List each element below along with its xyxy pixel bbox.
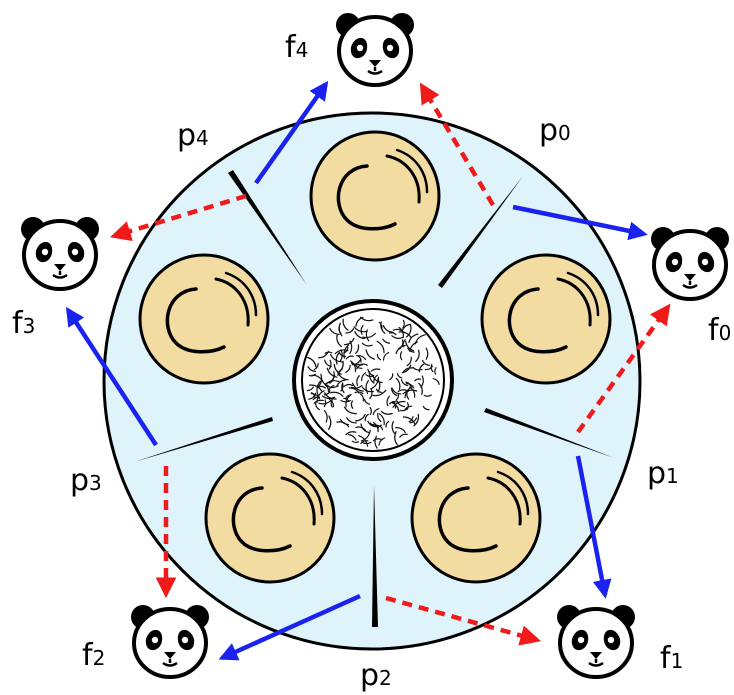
plate-icon (204, 452, 336, 584)
label-f1: f1 (660, 641, 683, 676)
blue-arrow-p0-f0 (512, 204, 648, 241)
red-arrow-p0-f4 (419, 82, 495, 207)
panda-face-icon (334, 11, 416, 87)
red-arrow-p4-f3 (110, 193, 247, 242)
panda-face-icon (555, 603, 637, 679)
label-p2: p2 (360, 658, 392, 693)
plate-icon (480, 253, 612, 385)
panda-face-icon (19, 215, 101, 291)
label-p0: p0 (539, 113, 571, 148)
chopstick-icon (134, 417, 273, 462)
label-f4: f4 (285, 30, 308, 65)
chopstick-icon (438, 176, 523, 288)
blue-arrow-p3-f3 (65, 306, 158, 447)
blue-arrow-p2-f2 (218, 593, 361, 661)
panda-face-icon (649, 225, 731, 301)
blue-arrow-p1-f1 (575, 455, 612, 599)
label-p3: p3 (70, 463, 102, 498)
rice-bowl-icon (292, 299, 454, 461)
label-p4: p4 (177, 118, 209, 153)
chopstick-icon (372, 485, 378, 627)
label-f3: f3 (12, 306, 35, 341)
plate-icon (309, 130, 441, 262)
panda-face-icon (129, 603, 211, 679)
plate-icon (138, 253, 270, 385)
red-arrow-p1-f0 (576, 303, 671, 434)
label-p1: p1 (647, 456, 679, 491)
plate-icon (410, 452, 542, 584)
chopstick-icon (228, 170, 307, 285)
red-arrow-p2-f1 (385, 595, 541, 646)
blue-arrow-p4-f4 (254, 80, 329, 185)
label-f0: f0 (708, 313, 731, 348)
chopstick-icon (484, 408, 614, 458)
label-f2: f2 (82, 638, 105, 673)
